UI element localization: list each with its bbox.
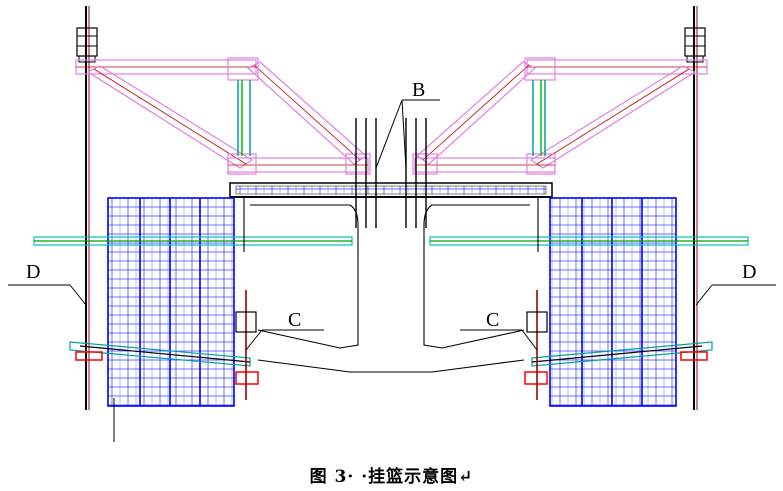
top-anchor-right (684, 27, 706, 63)
hanging-basket-diagram: B C C D D (8, 6, 776, 442)
label-c-right-group: C (460, 309, 538, 351)
bottom-beams (69, 341, 713, 367)
top-anchor-left (76, 27, 98, 63)
label-d-right-group: D (695, 261, 776, 306)
label-c-left-group: C (245, 309, 324, 351)
truss-posts (237, 80, 546, 156)
walkway-bars (33, 236, 749, 246)
label-b-group: B (375, 79, 440, 169)
girder-section (243, 198, 539, 373)
label-c-right: C (486, 309, 499, 331)
figure-caption: 图 3· ·挂篮示意图↵ (309, 467, 474, 487)
label-d-right: D (742, 261, 756, 283)
template-cage-left (107, 197, 235, 407)
label-d-left: D (26, 261, 40, 283)
label-d-left-group: D (8, 261, 87, 306)
main-truss-right (412, 57, 708, 175)
center-hangers (355, 118, 427, 228)
cross-beam (229, 182, 553, 198)
label-c-left: C (288, 309, 301, 331)
jack-right (524, 290, 708, 400)
main-truss-left (75, 57, 371, 175)
label-b: B (412, 79, 425, 101)
template-cage-right (549, 197, 677, 407)
jack-left (75, 290, 259, 400)
